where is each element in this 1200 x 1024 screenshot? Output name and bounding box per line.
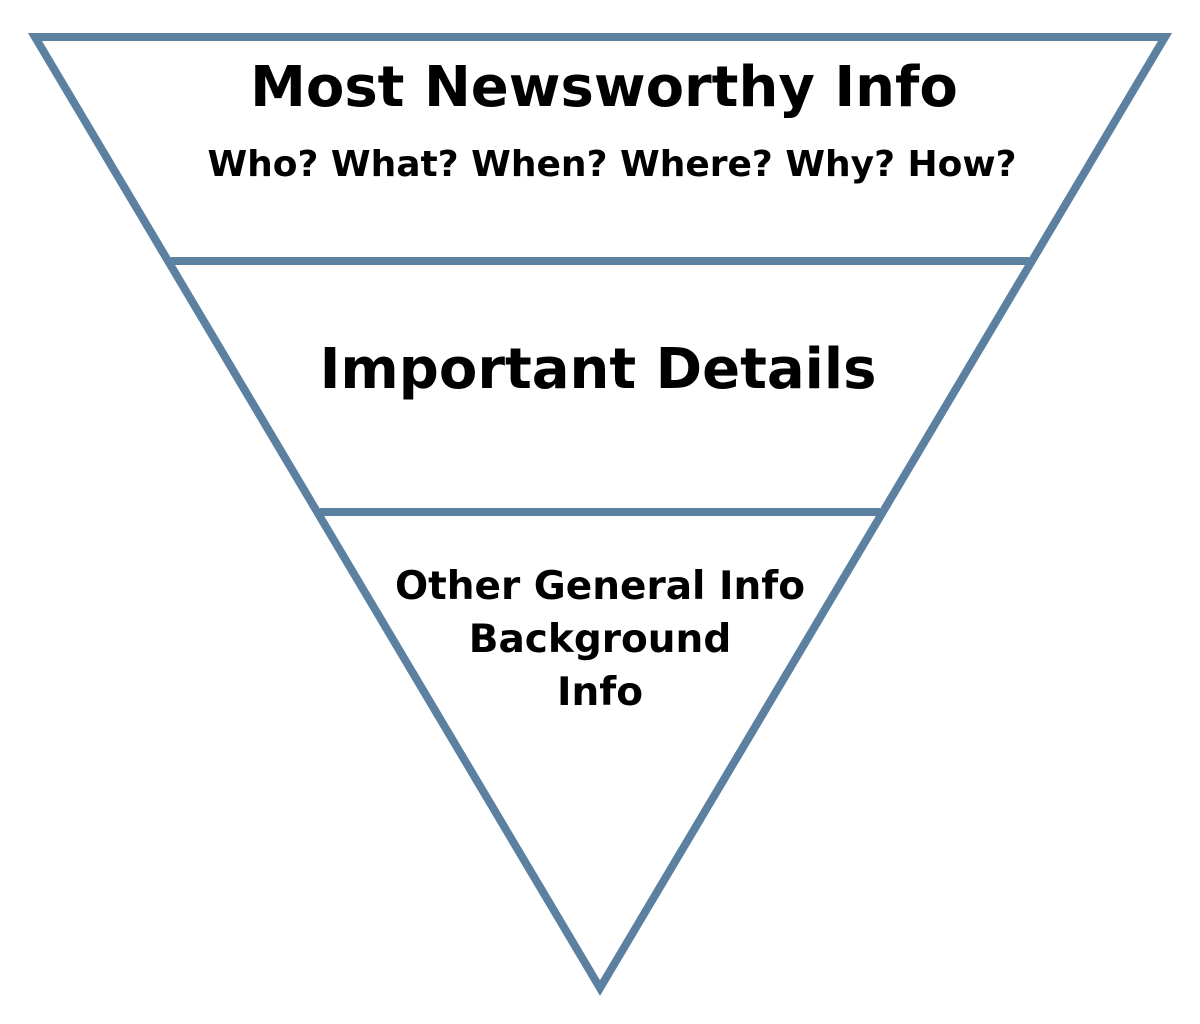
tier-3-line-1: Other General Info	[395, 564, 805, 609]
pyramid-outline	[27, 33, 1173, 996]
tier-3-line-2: Background	[469, 617, 732, 662]
tier-1-subtitle: Who? What? When? Where? Why? How?	[207, 144, 1016, 185]
tier-1-title: Most Newsworthy Info	[250, 55, 958, 120]
tier-3-line-3: Info	[557, 670, 643, 715]
tier-2-title: Important Details	[320, 337, 877, 402]
